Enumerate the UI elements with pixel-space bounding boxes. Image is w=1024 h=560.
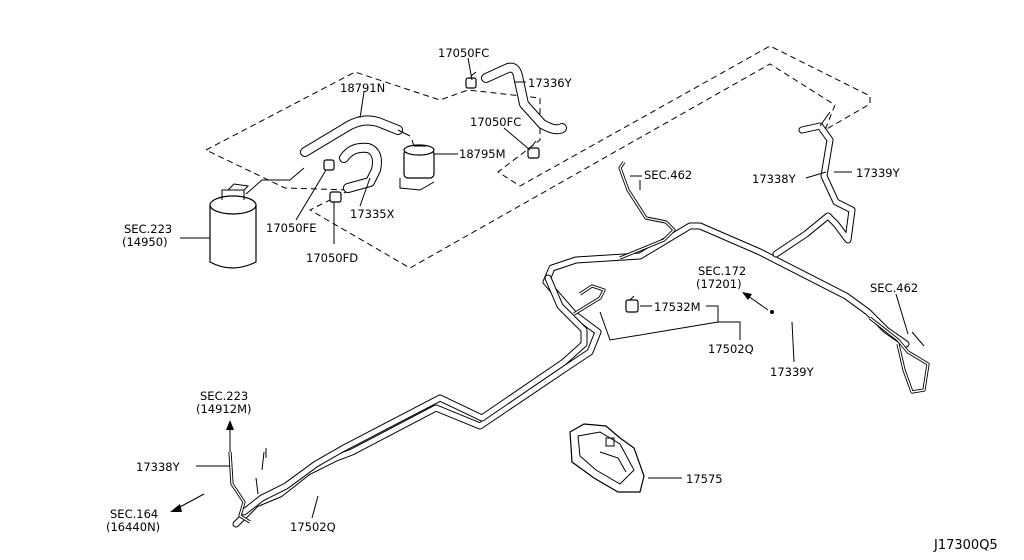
label-17336y: 17336Y [528,76,573,90]
tube-to-sec462-b [869,316,930,394]
label-17532m: 17532M [654,300,701,314]
label-sec223-a: SEC.223 [124,222,172,236]
label-17502q-bottom: 17502Q [290,520,336,534]
label-18791n: 18791N [340,81,385,95]
hose-17335x [339,142,382,193]
arrow-sec164-head [170,504,182,512]
arrow-sec164 [177,493,205,509]
pipe-end-dot [770,310,774,314]
valve-18795m [399,139,435,191]
label-sec223-a-ref: (14950) [122,235,168,249]
label-sec164-ref: (16440N) [106,520,160,534]
pipe-end-line [819,111,831,127]
fitting-left-a [255,448,267,495]
arrow-sec223-b-head [226,420,234,430]
label-17050fc-mid: 17050FC [470,115,521,129]
main-fuel-pipe-b [240,274,588,516]
clamp-17050fc-top [465,71,477,89]
hose-17336y [481,62,567,135]
clamp-17050fc-mid [527,140,540,159]
label-17050fc-top: 17050FC [438,46,489,60]
label-17050fe: 17050FE [266,221,316,235]
label-17502q-right: 17502Q [708,342,754,356]
label-17339y-bottom: 17339Y [770,365,815,379]
canister-tube [245,167,305,195]
tube-end-line-b [911,331,925,347]
arrow-sec172 [747,295,769,311]
fitting-17532m [625,295,639,313]
label-sec223-b-ref: (14912M) [196,402,251,416]
label-sec462-a: SEC.462 [644,168,692,182]
label-17050fd: 17050FD [306,251,358,265]
label-sec462-b: SEC.462 [870,281,918,295]
leader-lines [180,57,909,519]
connector-line-a [397,129,411,137]
label-sec164: SEC.164 [110,507,158,521]
label-17335x: 17335X [350,207,395,221]
protector-17575 [569,423,645,493]
tube-to-sec462-a [618,161,676,260]
label-17575: 17575 [686,472,723,486]
label-sec172-ref: (17201) [696,277,742,291]
pipe-17338y-left [228,451,251,524]
label-18795m: 18795M [459,147,506,161]
evap-group-outline [205,45,871,269]
canister-part [209,183,257,269]
clamp-17050fe [323,159,335,171]
label-17338y-right: 17338Y [752,172,797,186]
diagram-code: J17300Q5 [933,538,998,553]
pipe-17338y-right [772,122,856,258]
main-fuel-pipe-c [573,284,606,316]
arrow-sec172-head [742,292,752,300]
label-17338y-left: 17338Y [136,460,181,474]
label-sec172: SEC.172 [698,264,746,278]
hose-18791n [300,115,403,157]
label-17339y-top: 17339Y [856,166,901,180]
label-sec223-b: SEC.223 [200,389,248,403]
clamp-17050fd [329,191,342,203]
